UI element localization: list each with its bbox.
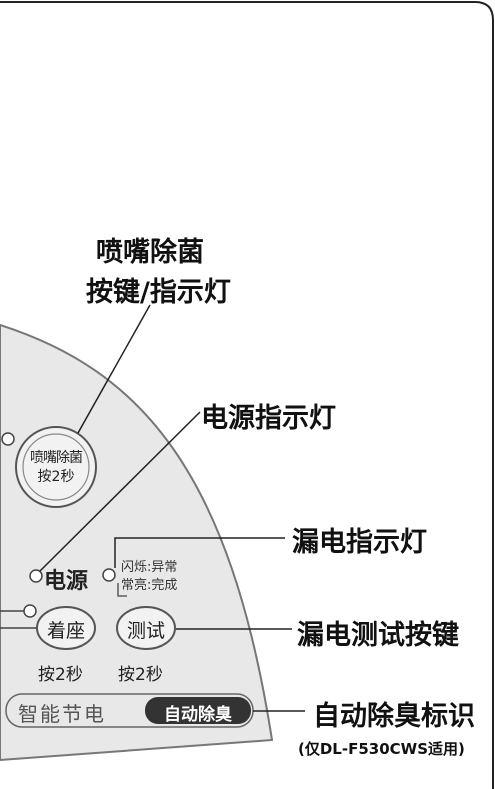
power-indicator-light (29, 569, 43, 583)
power-text: 电源 (44, 569, 89, 594)
seat-indicator-light (23, 604, 37, 618)
leader-power (39, 411, 201, 572)
nozzle-button-inner-ring (22, 433, 90, 501)
left-indicator-light (1, 432, 15, 446)
leader-nozzle (77, 304, 151, 434)
seat-button-label: 着座 (46, 620, 85, 642)
test-hold-text: 按2秒 (118, 665, 163, 685)
auto-deodor-badge (145, 697, 251, 724)
auto-deodor-note: (仅DL-F530CWS适用) (298, 740, 465, 758)
test-button[interactable] (116, 606, 176, 650)
smart-saving-text: 智能节电 (18, 702, 106, 726)
leak-indicator-label: 漏电指示灯 (292, 527, 427, 558)
nozzle-sterilize-button[interactable] (15, 426, 97, 508)
leak-status-steady: 常亮:完成 (121, 578, 178, 593)
nozzle-label-line1: 喷嘴除菌 (96, 237, 204, 268)
nozzle-button-hold: 按2秒 (37, 469, 75, 485)
leak-status-blink: 闪烁:异常 (121, 560, 178, 575)
nozzle-button-label: 喷嘴除菌 (30, 450, 83, 466)
auto-deodor-label: 自动除臭标识 (313, 701, 475, 732)
leader-leak (114, 537, 285, 568)
test-button-label: 测试 (126, 620, 165, 642)
leak-bracket (117, 583, 127, 597)
leak-indicator-light (102, 568, 116, 582)
leak-test-button-label: 漏电测试按键 (297, 620, 459, 651)
power-indicator-label: 电源指示灯 (201, 403, 336, 434)
auto-deodor-badge-text: 自动除臭 (164, 705, 232, 725)
nozzle-label-line2: 按键/指示灯 (86, 277, 231, 308)
seat-hold-text: 按2秒 (38, 665, 83, 685)
